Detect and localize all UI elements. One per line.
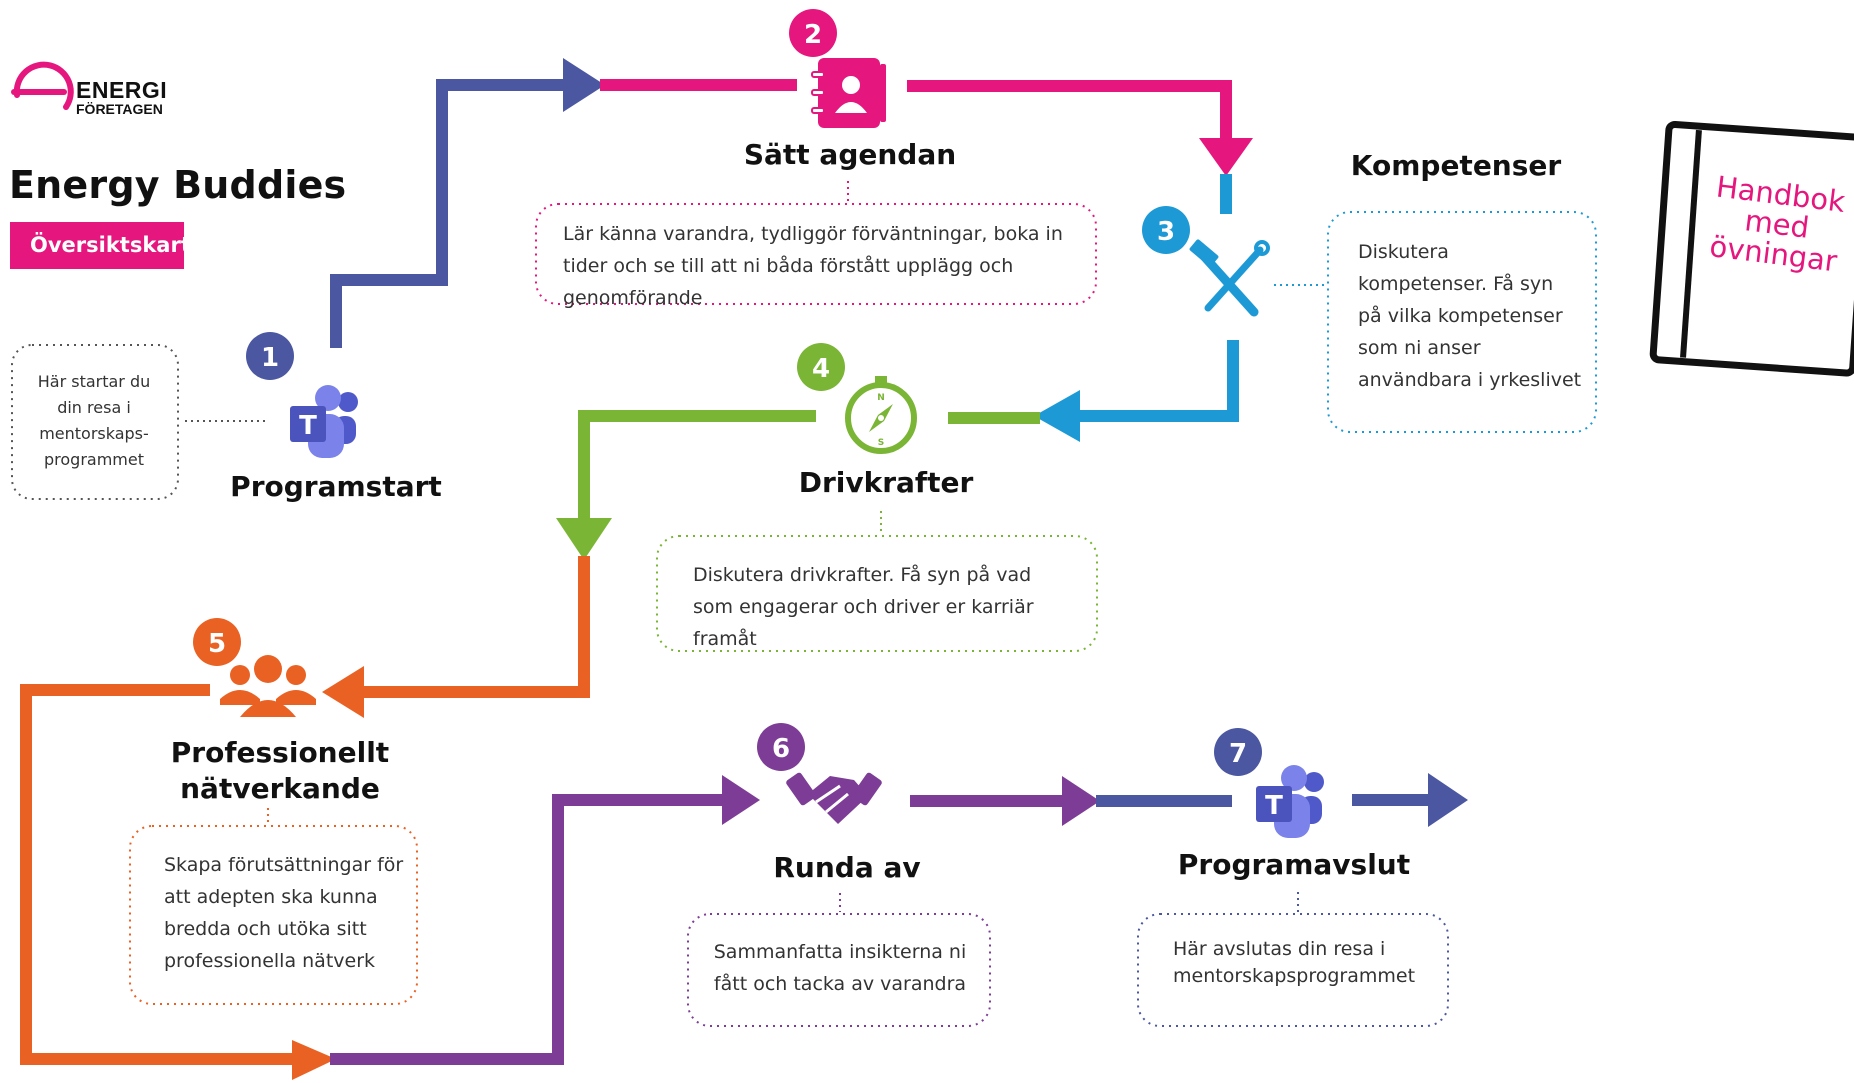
- flow-line-1-2: [330, 79, 578, 348]
- contact-book-icon: [811, 58, 886, 128]
- arrow-head-2-3: [1199, 138, 1253, 176]
- teams-icon: T: [1256, 765, 1324, 838]
- svg-text:S: S: [878, 438, 884, 448]
- svg-text:2: 2: [804, 20, 822, 50]
- step-description-6: Sammanfatta insikterna ni fått och tacka…: [713, 941, 967, 995]
- intro-note-box: [11, 344, 179, 500]
- flow-line-4-5b: [350, 556, 590, 698]
- step-title-1: Programstart: [230, 470, 442, 503]
- flow-line-4-5: [578, 410, 816, 540]
- teams-icon: T: [290, 385, 358, 458]
- description-box-6: [687, 913, 991, 1027]
- step-title-6: Runda av: [773, 851, 921, 884]
- step-description-3: Diskutera kompetenser. Få syn på vilka k…: [1358, 241, 1582, 391]
- description-box-4: [656, 535, 1098, 652]
- svg-text:T: T: [1265, 791, 1283, 821]
- step-description-2: Lär känna varandra, tydliggör förväntnin…: [563, 223, 1063, 309]
- svg-text:N: N: [877, 393, 885, 403]
- step-badge-7: 7: [1214, 728, 1262, 776]
- description-box-7: [1137, 913, 1449, 1027]
- svg-text:6: 6: [772, 734, 790, 764]
- step-badge-3: 3: [1142, 206, 1190, 254]
- flow-line-5-6b: [330, 794, 738, 1065]
- step-badge-5: 5: [193, 618, 241, 666]
- step-badge-6: 6: [757, 723, 805, 771]
- step-title-4: Drivkrafter: [798, 466, 974, 499]
- step-badge-2: 2: [789, 9, 837, 57]
- step-badge-1: 1: [246, 332, 294, 380]
- group-icon: [220, 655, 316, 717]
- arrow-head-5: [322, 666, 364, 718]
- description-box-2: [535, 203, 1097, 305]
- step-title-3: Kompetenser: [1350, 149, 1562, 182]
- svg-text:3: 3: [1157, 217, 1175, 247]
- flow-line-2-3: [907, 80, 1232, 150]
- step-title-7: Programavslut: [1177, 848, 1411, 881]
- description-box-3: [1327, 211, 1597, 433]
- arrow-head-6: [722, 775, 760, 825]
- step-description-7: Här avslutas din resa i mentorskapsprogr…: [1173, 938, 1416, 987]
- arrow-head-end: [1428, 773, 1468, 827]
- subtitle-badge: Översiktskarta: [10, 222, 205, 269]
- flow-line-3-4: [1062, 340, 1239, 422]
- svg-text:7: 7: [1229, 739, 1247, 769]
- handbook-label: Handbok med övningar: [1707, 169, 1847, 279]
- handshake-icon: [786, 772, 882, 824]
- logo-line-2: FÖRETAGEN: [76, 101, 163, 117]
- svg-text:5: 5: [208, 629, 226, 659]
- flow-line-5-6: [20, 684, 304, 1065]
- handbook-icon: [1649, 120, 1854, 377]
- tools-icon: [1189, 239, 1270, 317]
- svg-text:T: T: [299, 411, 317, 441]
- svg-text:1: 1: [261, 343, 279, 373]
- arrow-head-1-2: [563, 58, 605, 112]
- page-title: Energy Buddies: [9, 163, 347, 207]
- compass-icon: N S: [845, 376, 917, 454]
- arrow-head-3-4: [1034, 390, 1080, 442]
- arrow-head-5-6: [292, 1040, 336, 1080]
- arrow-head-4-5: [556, 518, 612, 560]
- svg-text:4: 4: [812, 354, 830, 384]
- description-box-5: [129, 825, 418, 1005]
- step-title-5: Professionellt nätverkande: [170, 736, 390, 805]
- arrow-head-6-7: [1062, 776, 1100, 826]
- step-description-5: Skapa förutsättningar för att adepten sk…: [164, 854, 404, 972]
- step-title-2: Sätt agendan: [743, 138, 957, 171]
- step-badge-4: 4: [797, 343, 845, 391]
- step-description-4: Diskutera drivkrafter. Få syn på vad som…: [693, 564, 1034, 650]
- logo-line-1: ENERGI: [76, 77, 168, 103]
- intro-note: Här startar du din resa i mentorskaps-pr…: [37, 372, 151, 469]
- energiforetagen-logo-icon: [11, 61, 74, 110]
